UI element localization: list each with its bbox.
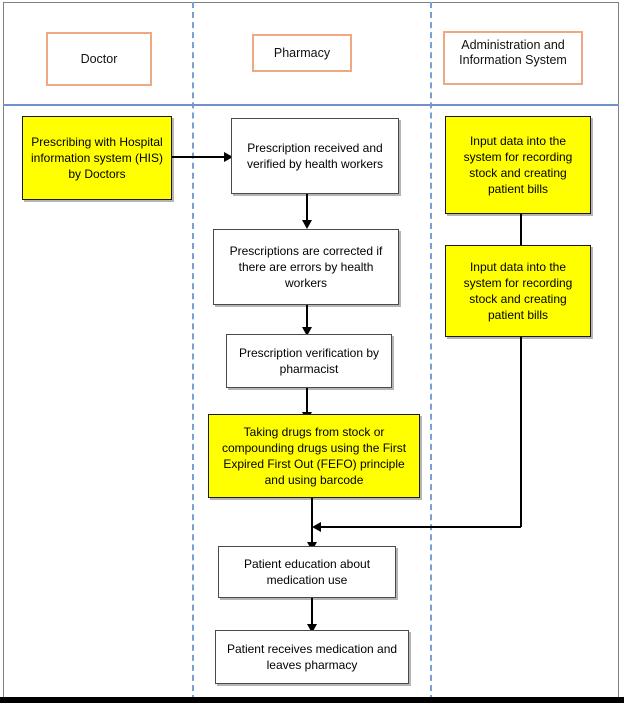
connector-education-to-receives [311,598,313,626]
connector-verification-to-fefo [306,388,308,414]
arrowhead-corrected-to-verification [302,327,312,336]
connector-input1-to-input2 [520,214,522,247]
lane-header-administration: Administration and Information System [443,31,583,85]
node-taking-drugs-fefo: Taking drugs from stock or compounding d… [208,414,420,498]
connector-prescribing-to-received [172,156,226,158]
node-prescribing-his: Prescribing with Hospital information sy… [22,116,172,200]
connector-input2-down [520,337,522,527]
arrowhead-education-to-receives [307,624,317,633]
node-prescription-received: Prescription received and verified by he… [231,118,399,194]
node-input-data-1: Input data into the system for recording… [445,116,591,214]
connector-received-to-corrected [306,194,308,222]
lane-header-doctor: Doctor [46,32,152,86]
bottom-border-band [0,697,624,703]
connector-input2-to-pharmacy [320,526,521,528]
arrowhead-received-to-corrected [302,220,312,229]
arrowhead-input2-to-pharmacy [312,522,321,532]
node-patient-receives: Patient receives medication and leaves p… [215,630,409,684]
arrowhead-prescribing-to-received [224,152,233,162]
lane-divider-pharmacy-administration [430,2,432,701]
node-prescriptions-corrected: Prescriptions are corrected if there are… [213,229,399,305]
lane-divider-doctor-pharmacy [192,2,194,701]
node-prescription-verification: Prescription verification by pharmacist [226,334,392,388]
lane-header-pharmacy: Pharmacy [252,34,352,72]
connector-fefo-to-education [311,498,313,544]
node-input-data-2: Input data into the system for recording… [445,245,591,337]
lane-header-separator [3,104,619,106]
connector-corrected-to-verification [306,305,308,329]
node-patient-education: Patient education about medication use [218,546,396,598]
